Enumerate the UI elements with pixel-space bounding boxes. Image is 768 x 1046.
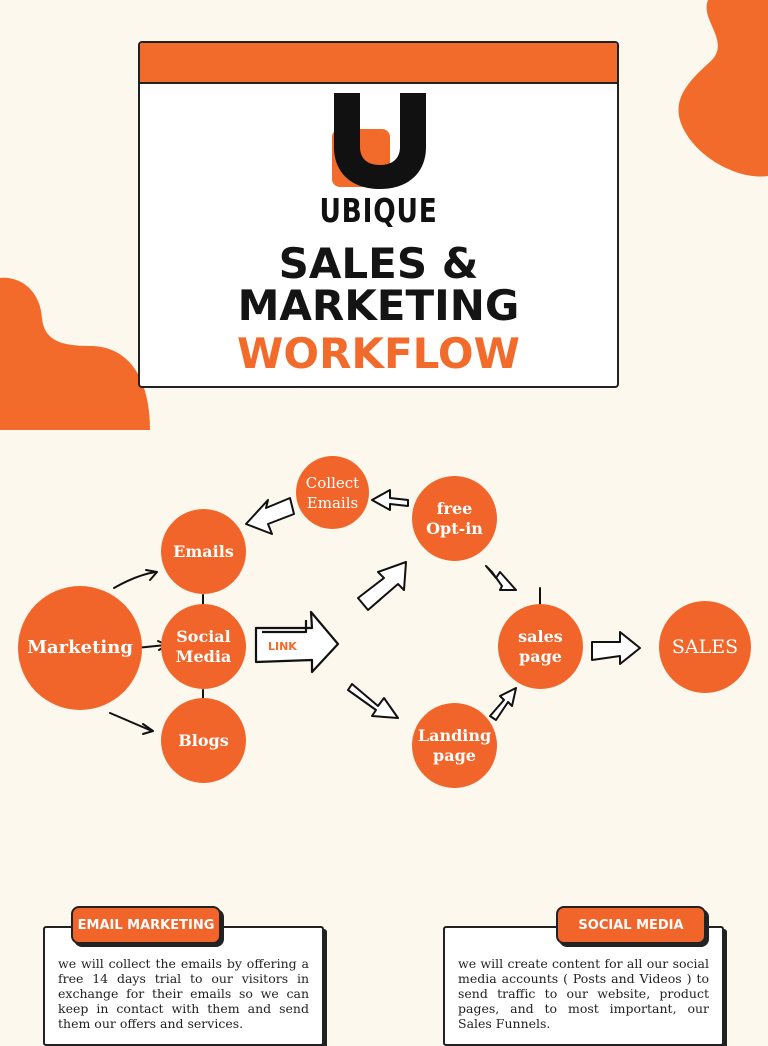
title-line-1: SALES & (278, 239, 479, 288)
link-label: LINK (268, 640, 297, 653)
node-free-optin: free Opt-in (412, 476, 497, 561)
node-sales: SALES (659, 601, 751, 693)
node-marketing: Marketing (18, 586, 142, 710)
arrow-link-to-optin-icon (357, 561, 407, 611)
node-social-media: Social Media (161, 604, 246, 689)
header-card-bar (140, 43, 617, 84)
social-media-text: we will create content for all our socia… (458, 956, 709, 1031)
arrow-optin-to-salespage-icon (485, 565, 517, 591)
arrow-landing-to-salespage-icon (489, 687, 517, 721)
arrow-marketing-blogs (109, 712, 153, 732)
social-media-panel: we will create content for all our socia… (443, 926, 724, 1046)
ubique-logo-icon (332, 93, 426, 189)
node-landing-page: Landing page (412, 703, 497, 788)
node-blogs: Blogs (161, 698, 246, 783)
brand-name: UBIQUE (319, 191, 438, 230)
social-media-tag: SOCIAL MEDIA (556, 906, 706, 944)
email-marketing-text: we will collect the emails by offering a… (58, 956, 309, 1031)
header-card: UBIQUE SALES & MARKETING WORKFLOW (138, 41, 619, 388)
node-sales-page: sales page (498, 604, 583, 689)
email-marketing-tag: EMAIL MARKETING (71, 906, 221, 944)
arrow-link-to-landing-icon (347, 683, 399, 719)
arrow-collect-to-emails-icon (245, 497, 295, 535)
arrow-optin-to-collect-icon (371, 489, 409, 511)
email-marketing-panel: we will collect the emails by offering a… (43, 926, 324, 1046)
arrow-salespage-to-sales-icon (591, 631, 641, 665)
title-line-3: WORKFLOW (237, 329, 520, 378)
title-line-2: MARKETING (237, 281, 520, 330)
node-emails: Emails (161, 509, 246, 594)
node-collect-emails: Collect Emails (296, 456, 369, 529)
arrow-marketing-emails (113, 571, 157, 589)
